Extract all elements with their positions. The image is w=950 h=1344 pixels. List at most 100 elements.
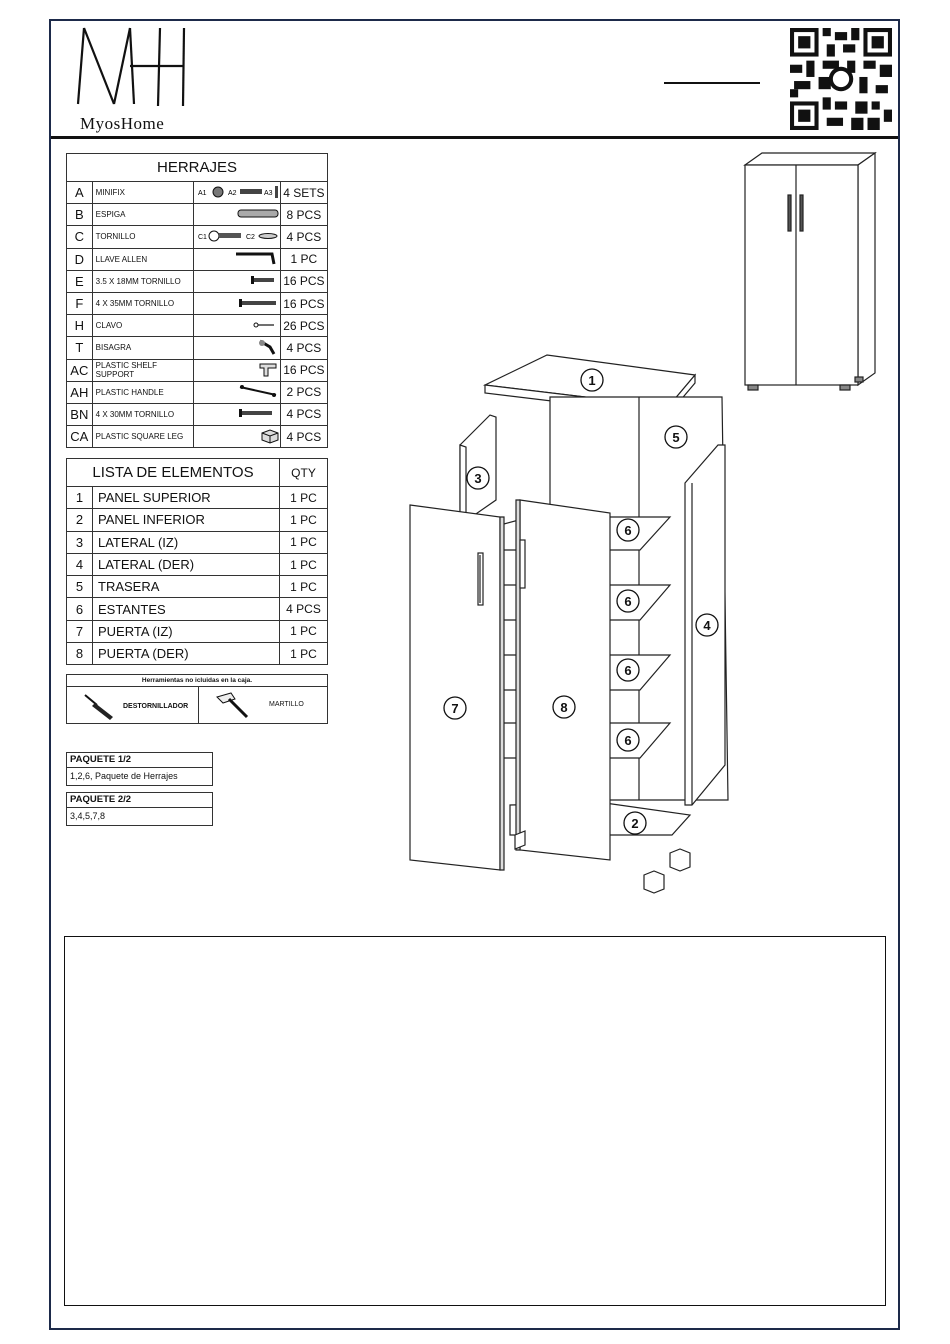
- tools-title: Herramientas no icluidas en la caja.: [67, 675, 327, 687]
- part-desc: LLAVE ALLEN: [91, 247, 194, 271]
- part-qty: 16 PCS: [279, 358, 329, 382]
- part-callout: [443, 696, 467, 720]
- part-code: A: [66, 180, 93, 205]
- left-door: [409, 504, 501, 871]
- part-desc: ESPIGA: [91, 203, 194, 227]
- right-door: [519, 499, 611, 861]
- tool-hammer-label: MARTILLO: [269, 701, 304, 708]
- part-callout: [552, 695, 576, 719]
- package-title: PAQUETE 1/2: [67, 753, 212, 768]
- qr-code-icon: [790, 28, 892, 130]
- square-leg: [514, 830, 526, 850]
- table-row: H CLAVO 26 PCS: [66, 314, 329, 338]
- svg-text:C2: C2: [246, 234, 255, 241]
- assembled-cabinet-icon: [743, 151, 877, 391]
- part-callout: [695, 613, 719, 637]
- part-qty: 1 PC: [279, 530, 328, 554]
- package-box: PAQUETE 1/2 1,2,6, Paquete de Herrajes: [66, 752, 213, 786]
- svg-text:C1: C1: [198, 234, 207, 241]
- part-callout: [616, 518, 640, 542]
- part-qty: 1 PC: [279, 575, 328, 599]
- page-frame: [49, 19, 900, 1330]
- part-code: F: [66, 291, 93, 316]
- svg-text:6: 6: [624, 523, 631, 538]
- hinge-icon: [192, 336, 281, 360]
- part-qty: 8 PCS: [279, 203, 329, 227]
- part-desc: BISAGRA: [91, 336, 194, 360]
- part-callout: [466, 466, 490, 490]
- part-qty: 26 PCS: [279, 314, 329, 338]
- part-qty: 2 PCS: [279, 380, 329, 404]
- table-row: F 4 X 35MM TORNILLO 16 PCS: [66, 291, 329, 316]
- part-code: E: [66, 269, 93, 293]
- part-code: C: [66, 225, 93, 249]
- part-code: CA: [66, 425, 93, 449]
- part-qty: 1 PC: [279, 247, 329, 271]
- square-leg-icon: [192, 425, 281, 449]
- dowel-icon: [192, 203, 281, 227]
- part-qty: 1 PC: [279, 619, 328, 644]
- header: [51, 21, 898, 139]
- table-row: D LLAVE ALLEN 1 PC: [66, 247, 329, 271]
- handle-icon: [192, 380, 281, 404]
- svg-text:4: 4: [703, 618, 711, 633]
- header-rule: [664, 82, 760, 84]
- svg-text:6: 6: [624, 733, 631, 748]
- brand-logo: [76, 27, 186, 107]
- part-desc: MINIFIX: [91, 180, 194, 205]
- part-code: AH: [66, 380, 93, 404]
- part-qty: 1 PC: [279, 508, 328, 532]
- tools-box: Herramientas no icluidas en la caja. DES…: [66, 674, 328, 724]
- part-number: 4: [66, 552, 93, 577]
- part-qty: 1 PC: [279, 552, 328, 577]
- part-number: 2: [66, 508, 93, 532]
- part-name: PANEL SUPERIOR: [92, 485, 280, 510]
- part-qty: 4 PCS: [279, 402, 329, 427]
- part-number: 7: [66, 619, 93, 644]
- table-row: T BISAGRA 4 PCS: [66, 336, 329, 360]
- part-desc: PLASTIC SHELF SUPPORT: [91, 358, 194, 382]
- package-box: PAQUETE 2/2 3,4,5,7,8: [66, 792, 213, 826]
- part-qty: 4 PCS: [279, 336, 329, 360]
- svg-text:6: 6: [624, 594, 631, 609]
- part-qty: 4 SETS: [279, 180, 329, 205]
- part-callout: [616, 589, 640, 613]
- part-number: 3: [66, 530, 93, 554]
- table-row: AC PLASTIC SHELF SUPPORT 16 PCS: [66, 358, 329, 382]
- part-number: 8: [66, 642, 93, 666]
- part-callout: [580, 368, 604, 392]
- svg-text:7: 7: [451, 701, 458, 716]
- part-code: H: [66, 314, 93, 338]
- part-name: ESTANTES: [92, 597, 280, 621]
- tools-divider: [198, 686, 199, 724]
- svg-text:2: 2: [631, 816, 638, 831]
- part-name: PUERTA (IZ): [92, 619, 280, 644]
- part-code: B: [66, 203, 93, 227]
- part-desc: CLAVO: [91, 314, 194, 338]
- svg-text:5: 5: [672, 430, 679, 445]
- part-name: TRASERA: [92, 575, 280, 599]
- table-row: B ESPIGA 8 PCS: [66, 203, 329, 227]
- allen-key-icon: [192, 247, 281, 271]
- part-callout: [616, 658, 640, 682]
- svg-text:6: 6: [624, 663, 631, 678]
- package-content: 1,2,6, Paquete de Herrajes: [70, 771, 178, 781]
- table-row: E 3.5 X 18MM TORNILLO 16 PCS: [66, 269, 329, 293]
- part-number: 5: [66, 575, 93, 599]
- part-name: LATERAL (DER): [92, 552, 280, 577]
- part-qty: 16 PCS: [279, 269, 329, 293]
- hardware-table-title: HERRAJES: [66, 153, 328, 182]
- part-qty: 4 PCS: [279, 425, 329, 449]
- small-screw-icon: [192, 269, 281, 293]
- shelf-support-icon: [192, 358, 281, 382]
